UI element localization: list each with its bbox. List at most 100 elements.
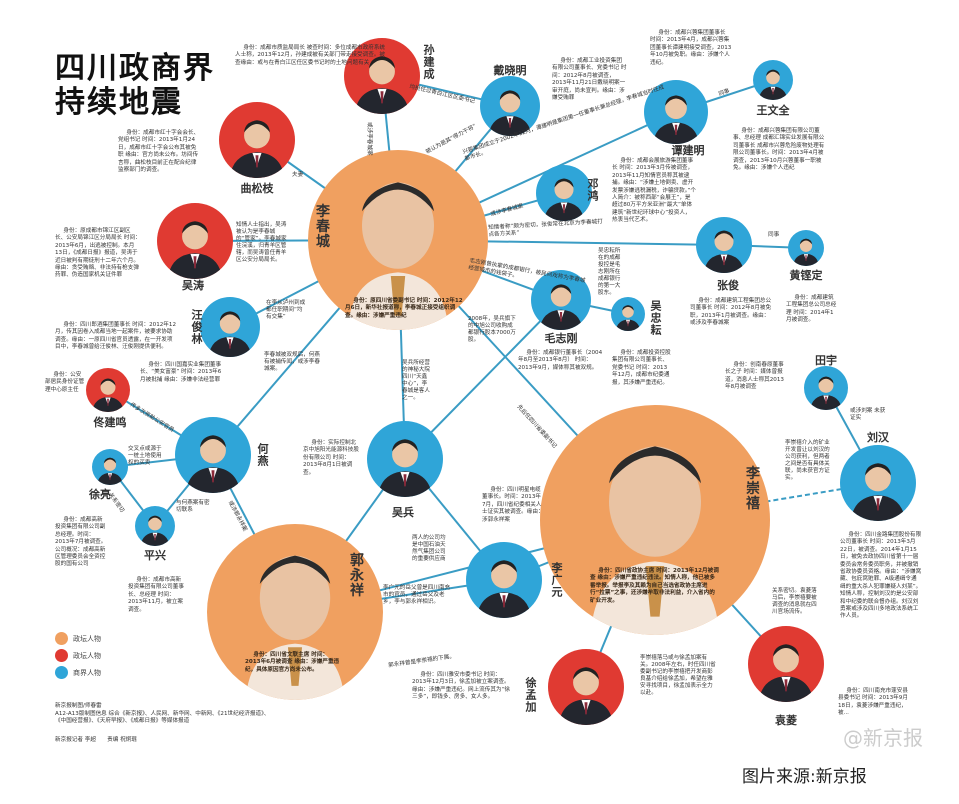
person-node[interactable] bbox=[135, 506, 175, 546]
person-photo-icon bbox=[167, 221, 223, 279]
person-name: 毛志刚 bbox=[544, 332, 578, 345]
person-node[interactable] bbox=[531, 270, 591, 330]
link-label: 夫妻 bbox=[292, 172, 304, 178]
link-label: 或涉李春城案 bbox=[366, 122, 372, 156]
person-node[interactable] bbox=[466, 542, 542, 618]
person-caption: 身份：实际控制北京中旭阳光能源科技股份有限公司 时间：2013年8月1日被调查。 bbox=[303, 440, 359, 476]
person-name: 郭永祥 bbox=[348, 552, 364, 598]
person-name: 李春城 bbox=[314, 203, 330, 249]
person-photo-icon bbox=[615, 305, 641, 331]
person-photo-icon bbox=[590, 446, 720, 635]
person-caption: 身份：四川省文联主席 时间：2013年6月被调查 缘由：涉嫌严重违纪，具体原因官… bbox=[245, 652, 340, 673]
link-label: 2008年，吴兵旗下的中旭公司收购成都银行股本7000万股。 bbox=[468, 316, 516, 343]
person-caption: 身份：公安部居民身份证管理中心原主任 bbox=[45, 372, 85, 393]
person-node[interactable] bbox=[86, 368, 130, 412]
person-node[interactable] bbox=[219, 102, 295, 178]
person-node[interactable] bbox=[200, 297, 260, 357]
reporter-credit: 新京报记者 李超 责编 祝炯琨 bbox=[55, 737, 137, 743]
person-photo-icon bbox=[185, 435, 241, 493]
person-name: 李广元 bbox=[550, 562, 563, 598]
person-node[interactable] bbox=[92, 449, 128, 485]
person-node[interactable] bbox=[753, 60, 793, 100]
link-label: 吴忠耘所在的成都投控是毛志刚所在成都银行的第一大股东。 bbox=[598, 248, 621, 296]
link-label: 交叉点或源于一桩土地使用权的买卖 bbox=[128, 446, 162, 466]
person-caption: 身份：成都会展旅游集团董事长 时间：2013年3月传被调查，2013年11月知情… bbox=[612, 158, 697, 224]
person-caption: 身份：成都建筑工程集团总公司总经理 时间：2014年1月被调查。 bbox=[786, 295, 837, 324]
person-caption: 身份：成都兴蓉集团有限公司董事、总经理 成都汇锦实业发展有限公司董事长 成都市兴… bbox=[733, 128, 825, 172]
person-caption: 身份：成都市红十字会会长、党组书记 时间：2013年1月24日，成都市红十字会公… bbox=[118, 130, 200, 174]
person-node[interactable] bbox=[157, 203, 233, 279]
person-name: 刘汉 bbox=[867, 431, 889, 444]
person-caption: 身份：四川省政协主席 时间：2013年12月被调查 缘由：涉嫌严重违纪违法。知情… bbox=[590, 568, 719, 604]
person-photo-icon bbox=[92, 378, 124, 412]
person-name: 吴涛 bbox=[182, 279, 204, 292]
legend-label: 商界人物 bbox=[73, 668, 101, 677]
person-node[interactable] bbox=[308, 150, 488, 330]
person-caption: 身份：成都兴蓉集团董事长 时间：2013年4月，成都兴蓉集团董事长谭建明接受调查… bbox=[650, 30, 732, 66]
person-caption: 身份：成都投资控股集团有限公司董事长、党委书记 时间：2013年12月，成都市纪… bbox=[612, 350, 671, 386]
person-photo-icon bbox=[850, 463, 906, 521]
person-node[interactable] bbox=[840, 445, 916, 521]
link-label: 李广元的岳父曾是四川南充市的官员，通过岳父及老乡，李与郭永祥相识。 bbox=[383, 585, 451, 605]
person-caption: 身份：四川雅安市委书记 时间：2013年12月3日，徐孟加被立案调查。缘由：涉嫌… bbox=[412, 672, 510, 701]
person-name: 袁菱 bbox=[775, 714, 797, 727]
page-title: 四川政商界 持续地震 bbox=[55, 52, 215, 120]
person-caption: 身份：成都银行董事长（2004年8月至2013年8月） 时间：2013年9月，媒… bbox=[518, 350, 603, 371]
person-photo-icon bbox=[229, 120, 285, 178]
credits: 新京报制图/师春雷 A12-A13版制图信息 综合《新京报》、人民网、新华网、中… bbox=[55, 703, 269, 726]
person-node[interactable] bbox=[175, 417, 251, 493]
credits-line: 《中国经营报》、《天府早报》、《成都日报》等媒体报道 bbox=[55, 718, 190, 724]
person-caption: 身份：四川国嘉实业集团董事长、“美女富豪” 时间：2013年6月被批捕 缘由：涉… bbox=[140, 362, 222, 383]
person-node[interactable] bbox=[540, 405, 770, 635]
person-caption: 身份：成都高新投资集团有限公司副总经理。时间：2013年7月被调查。公司概况：成… bbox=[55, 517, 107, 568]
person-name: 吴兵 bbox=[392, 506, 414, 519]
person-node[interactable] bbox=[367, 421, 443, 497]
person-caption: 身份：成都市高新投资集团有限公司董事长、总经理 时间：2013年11月，被立案调… bbox=[128, 577, 184, 613]
person-caption: 身份：原四川省委副书记 时间：2012年12月6日，新华社报道称，李春城正接受组… bbox=[345, 298, 463, 319]
person-photo-icon bbox=[652, 95, 700, 144]
person-node[interactable] bbox=[344, 38, 420, 114]
legend-label: 政坛人物 bbox=[73, 651, 101, 660]
person-name: 黄铿定 bbox=[789, 269, 823, 282]
person-node[interactable] bbox=[788, 230, 824, 266]
person-caption: 身份：原成都市锦江区副区长、公安局锦江区分局局长 时间：2013年6月，出逃被控… bbox=[55, 228, 141, 279]
person-node[interactable] bbox=[611, 297, 645, 331]
title-line-1: 四川政商界 bbox=[55, 51, 215, 86]
legend-label: 政坛人物 bbox=[73, 634, 101, 643]
person-photo-icon bbox=[140, 515, 170, 546]
image-source: 图片来源:新京报 bbox=[742, 767, 867, 787]
person-node[interactable] bbox=[536, 165, 592, 221]
person-node[interactable] bbox=[480, 76, 540, 136]
watermark: @新京报 bbox=[843, 726, 923, 750]
orange-dot-icon bbox=[55, 632, 68, 645]
person-caption: 身份：创南春原董事长之子 时间：媒体曾报道，消息人士称其2013年8月被调查 bbox=[725, 362, 784, 391]
person-caption: 身份：四川金路集团股份有限公司董事长 时间：2013年3月22日，被调查。201… bbox=[840, 532, 922, 620]
link-label: 知情人士指出，吴涛被认为是李春城的“管家”。李春城家住浣溪，归青羊区管辖，而吴涛… bbox=[236, 222, 287, 263]
legend-item-law: 政坛人物 bbox=[55, 647, 101, 664]
person-caption: 身份：成都工业投资集团有限公司董事长、党委书记 时间：2012年8月被调查，20… bbox=[552, 58, 627, 102]
person-node[interactable] bbox=[748, 626, 824, 702]
person-name: 张俊 bbox=[717, 279, 739, 292]
person-photo-icon bbox=[97, 457, 123, 485]
person-caption: 身份：成都市质监局局长 被查时间：多位成都市政府系统人士称，2013年12月，孙… bbox=[235, 45, 386, 66]
person-name: 徐亮 bbox=[89, 488, 111, 501]
person-photo-icon bbox=[208, 311, 252, 357]
person-node[interactable] bbox=[696, 217, 752, 273]
person-name: 徐孟加 bbox=[524, 677, 537, 713]
person-node[interactable] bbox=[804, 366, 848, 410]
link-label: 李春城被双规后，何燕有被捕传闻，或涉李春城案。 bbox=[264, 352, 320, 372]
person-photo-icon bbox=[245, 555, 345, 700]
person-node[interactable] bbox=[548, 649, 624, 725]
person-photo-icon bbox=[354, 56, 410, 114]
credits-line: A12-A13版制图信息 综合《新京报》、人民网、新华网、中新网、《21世纪经济… bbox=[55, 710, 270, 717]
person-photo-icon bbox=[558, 667, 614, 725]
person-photo-icon bbox=[347, 182, 449, 330]
person-node[interactable] bbox=[644, 80, 708, 144]
person-name: 李崇禧 bbox=[744, 465, 760, 511]
person-name: 田宇 bbox=[815, 354, 837, 367]
person-photo-icon bbox=[377, 439, 433, 497]
link-label: 与何燕案有密切联系 bbox=[176, 500, 210, 513]
person-node[interactable] bbox=[207, 524, 383, 700]
person-photo-icon bbox=[758, 644, 814, 702]
legend-item-politics: 政坛人物 bbox=[55, 630, 101, 647]
